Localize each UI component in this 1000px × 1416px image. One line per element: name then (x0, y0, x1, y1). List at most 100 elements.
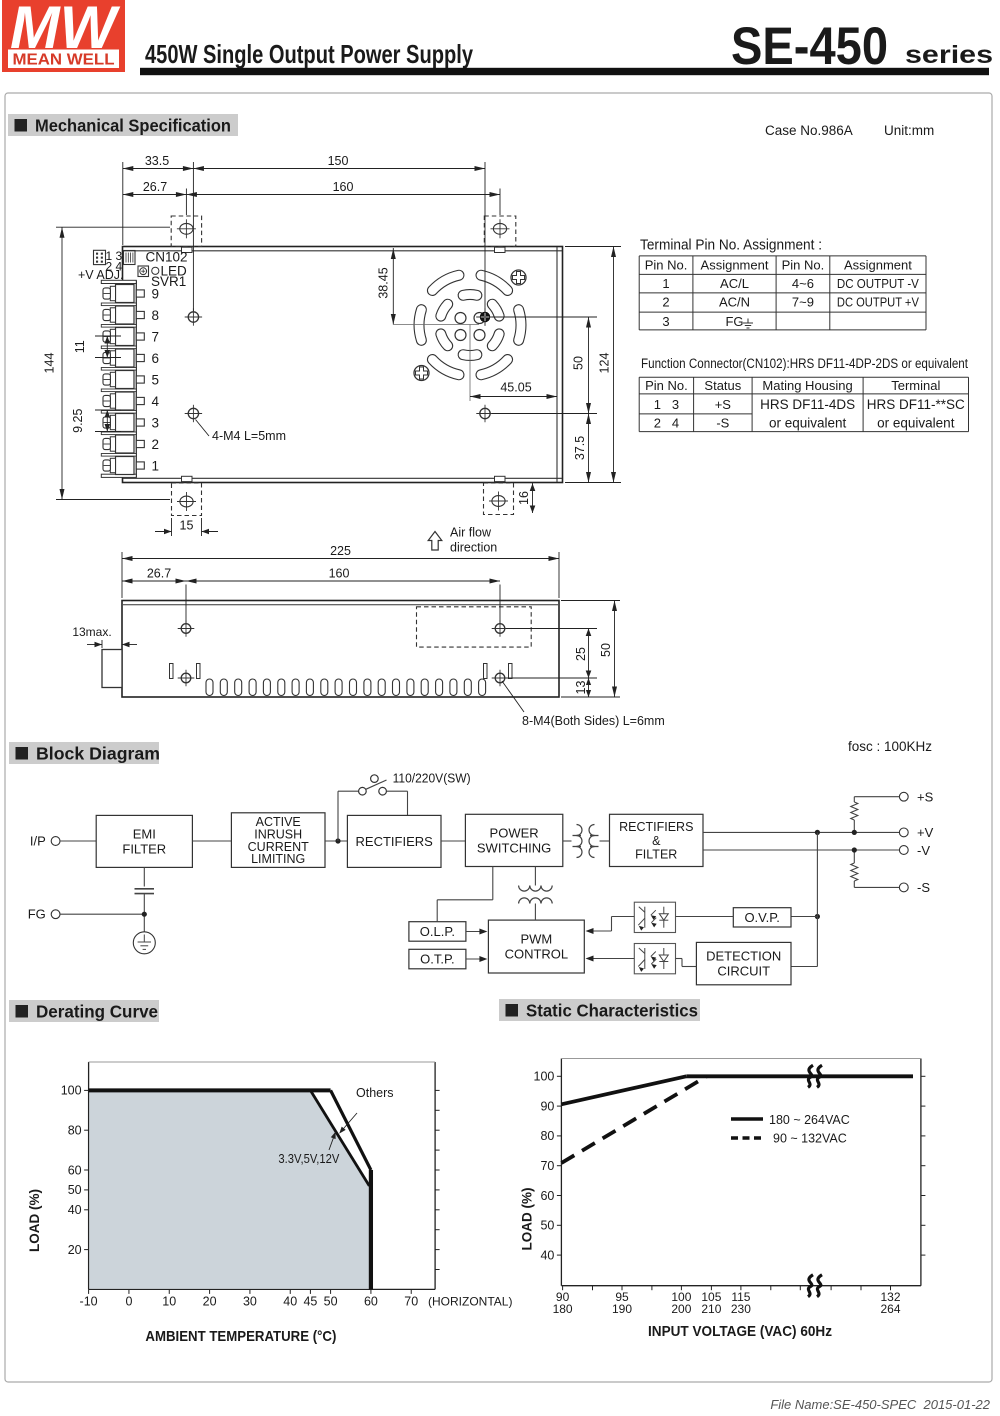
svg-text:50: 50 (599, 643, 613, 657)
svg-text:HRS DF11-**SC: HRS DF11-**SC (867, 397, 965, 412)
svg-text:13: 13 (574, 681, 588, 695)
svg-text:8-M4(Both Sides) L=6mm: 8-M4(Both Sides) L=6mm (522, 714, 665, 728)
svg-text:Terminal Pin No. Assignment :: Terminal Pin No. Assignment : (640, 238, 822, 254)
svg-text:115: 115 (731, 1290, 750, 1304)
svg-text:90: 90 (556, 1290, 570, 1304)
svg-text:230: 230 (731, 1302, 751, 1316)
svg-text:450W Single Output Power Suppl: 450W Single Output Power Supply (145, 39, 473, 69)
svg-text:160: 160 (333, 180, 354, 194)
svg-text:4~6: 4~6 (792, 276, 814, 291)
svg-text:7: 7 (152, 330, 160, 345)
svg-text:SVR1: SVR1 (151, 274, 186, 289)
svg-text:264: 264 (880, 1302, 900, 1316)
svg-text:38.45: 38.45 (376, 267, 390, 298)
svg-text:Static Characteristics: Static Characteristics (526, 1001, 698, 1021)
svg-text:124: 124 (597, 353, 611, 374)
svg-text:50: 50 (540, 1219, 554, 1233)
svg-text:AMBIENT TEMPERATURE (°C): AMBIENT TEMPERATURE (°C) (145, 1328, 336, 1345)
svg-text:1 3: 1 3 (106, 249, 123, 263)
svg-text:POWER: POWER (490, 825, 539, 840)
svg-text:(HORIZONTAL): (HORIZONTAL) (428, 1294, 512, 1308)
svg-text:Pin No.: Pin No. (645, 258, 688, 273)
svg-text:33.5: 33.5 (145, 154, 169, 168)
svg-text:RECTIFIERS: RECTIFIERS (356, 834, 434, 849)
svg-text:Mechanical Specification: Mechanical Specification (35, 116, 231, 136)
svg-text:or equivalent: or equivalent (877, 416, 955, 431)
svg-text:direction: direction (450, 541, 497, 555)
svg-text:-10: -10 (80, 1294, 98, 1308)
svg-text:100: 100 (534, 1070, 555, 1084)
svg-text:-S: -S (917, 880, 930, 895)
svg-text:6: 6 (152, 351, 160, 366)
svg-text:60: 60 (364, 1294, 378, 1308)
svg-text:INPUT VOLTAGE (VAC) 60Hz: INPUT VOLTAGE (VAC) 60Hz (648, 1323, 832, 1340)
svg-text:90: 90 (540, 1099, 554, 1113)
svg-text:fosc : 100KHz: fosc : 100KHz (848, 739, 932, 754)
svg-text:160: 160 (329, 567, 350, 581)
svg-text:DC OUTPUT +V: DC OUTPUT +V (837, 295, 919, 310)
svg-text:40: 40 (540, 1248, 554, 1262)
svg-text:Function Connector(CN102):HRS: Function Connector(CN102):HRS DF11-4DP-2… (641, 356, 968, 371)
svg-text:AC/L: AC/L (720, 276, 749, 291)
svg-text:LED: LED (161, 264, 188, 279)
svg-text:10: 10 (162, 1294, 176, 1308)
svg-text:180: 180 (553, 1302, 573, 1316)
svg-text:Assignment: Assignment (701, 258, 769, 273)
svg-text:PWM: PWM (520, 932, 552, 947)
svg-text:FILTER: FILTER (122, 841, 166, 856)
svg-text:LOAD (%): LOAD (%) (520, 1188, 535, 1251)
svg-text:SWITCHING: SWITCHING (477, 840, 551, 855)
svg-text:7~9: 7~9 (792, 295, 814, 310)
svg-text:Derating Curve: Derating Curve (36, 1002, 158, 1022)
svg-text:SE-450: SE-450 (731, 17, 888, 76)
svg-text:15: 15 (180, 519, 194, 533)
svg-text:90 ~ 132VAC: 90 ~ 132VAC (773, 1132, 847, 1146)
svg-text:-S: -S (716, 416, 729, 431)
svg-text:HRS DF11-4DS: HRS DF11-4DS (760, 397, 855, 412)
svg-text:1: 1 (152, 459, 160, 474)
svg-text:O.V.P.: O.V.P. (744, 910, 779, 925)
svg-text:1: 1 (662, 276, 669, 291)
svg-text:105: 105 (701, 1290, 721, 1304)
svg-text:190: 190 (612, 1302, 632, 1316)
svg-text:Others: Others (356, 1086, 394, 1100)
svg-text:Case No.986A: Case No.986A (765, 123, 853, 138)
svg-text:13max.: 13max. (72, 625, 111, 639)
svg-text:9.25: 9.25 (71, 408, 85, 432)
svg-text:2 4: 2 4 (106, 260, 123, 274)
svg-text:+S: +S (917, 789, 934, 804)
svg-text:INRUSH: INRUSH (254, 827, 302, 841)
svg-text:CIRCUIT: CIRCUIT (717, 964, 770, 979)
svg-text:70: 70 (404, 1294, 418, 1308)
svg-text:2: 2 (662, 295, 669, 310)
svg-text:&: & (652, 834, 661, 848)
svg-text:25: 25 (574, 647, 588, 661)
svg-text:FG: FG (28, 907, 46, 922)
svg-text:3: 3 (662, 314, 669, 329)
svg-text:+V ADJ.: +V ADJ. (78, 268, 124, 282)
svg-text:16: 16 (517, 491, 531, 505)
svg-text:50: 50 (68, 1183, 82, 1197)
svg-text:DETECTION: DETECTION (706, 949, 781, 964)
svg-text:File Name:SE-450-SPEC 2015-01: File Name:SE-450-SPEC 2015-01-22 (770, 1397, 990, 1411)
svg-text:9: 9 (152, 287, 160, 302)
svg-text:Pin No.: Pin No. (645, 378, 688, 393)
svg-text:40: 40 (68, 1203, 82, 1217)
svg-text:100: 100 (671, 1290, 691, 1304)
svg-text:LOAD (%): LOAD (%) (27, 1189, 42, 1252)
svg-text:Pin No.: Pin No. (782, 258, 825, 273)
svg-text:200: 200 (671, 1302, 691, 1316)
svg-text:Unit:mm: Unit:mm (884, 123, 934, 138)
svg-text:20: 20 (203, 1294, 217, 1308)
svg-text:RECTIFIERS: RECTIFIERS (619, 820, 693, 834)
svg-text:4: 4 (152, 394, 160, 409)
svg-text:O.L.P.: O.L.P. (420, 924, 455, 939)
svg-text:210: 210 (701, 1302, 721, 1316)
svg-text:60: 60 (68, 1163, 82, 1177)
svg-text:ACTIVE: ACTIVE (256, 815, 301, 829)
svg-text:Status: Status (704, 378, 741, 393)
svg-text:30: 30 (243, 1294, 257, 1308)
svg-text:26.7: 26.7 (143, 180, 167, 194)
svg-text:3.3V,5V,12V: 3.3V,5V,12V (278, 1152, 340, 1166)
svg-text:Air flow: Air flow (450, 526, 492, 540)
